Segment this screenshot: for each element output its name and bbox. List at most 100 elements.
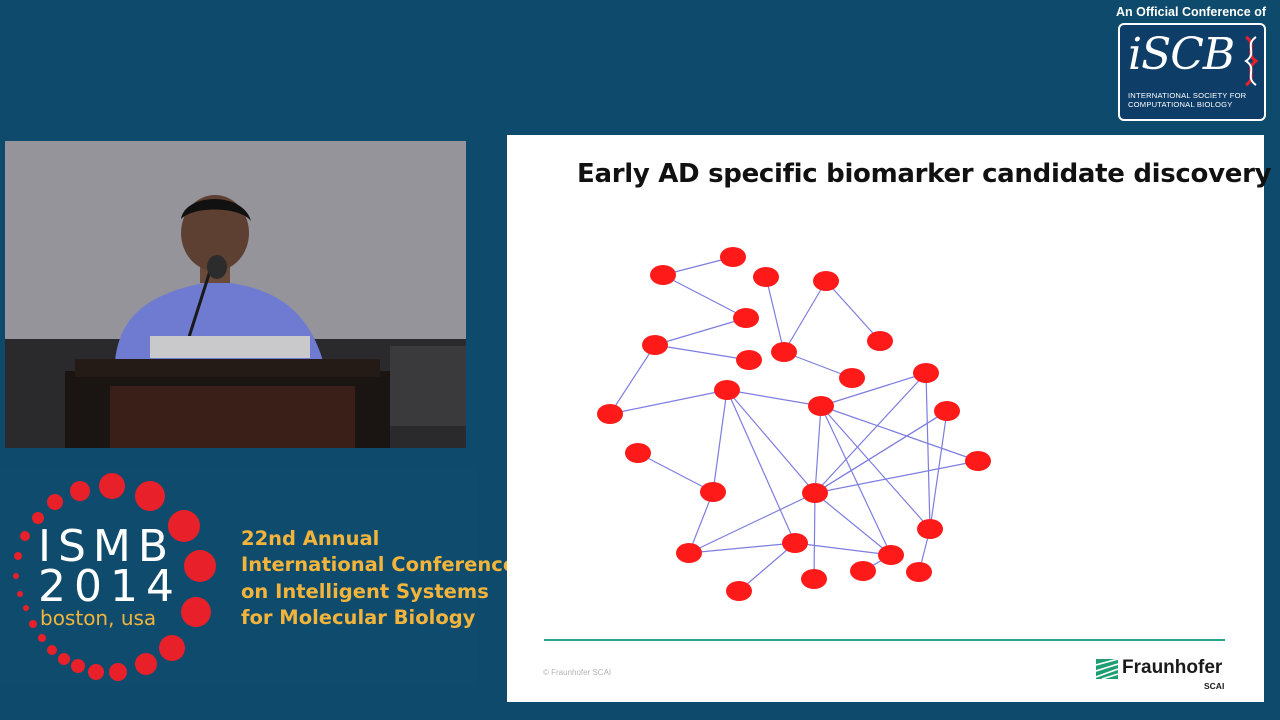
conference-line: International Conference xyxy=(241,553,517,576)
ismb-dot xyxy=(109,663,127,681)
network-node xyxy=(782,533,808,553)
network-node xyxy=(934,401,960,421)
network-node xyxy=(714,380,740,400)
ismb-dot xyxy=(23,605,29,611)
ismb-year: 2014 xyxy=(38,561,182,612)
ismb-dot xyxy=(159,635,185,661)
iscb-subtitle-line: COMPUTATIONAL BIOLOGY xyxy=(1128,100,1233,109)
slide-divider xyxy=(544,639,1225,641)
network-edge xyxy=(609,389,728,415)
network-node xyxy=(850,561,876,581)
network-edge xyxy=(688,492,816,554)
network-node xyxy=(878,545,904,565)
ismb-dot xyxy=(168,510,200,542)
network-edge xyxy=(765,276,785,353)
ismb-dot xyxy=(13,573,19,579)
fraunhofer-mark-icon xyxy=(1096,659,1118,679)
network-edge xyxy=(820,405,931,530)
network-edge xyxy=(726,389,796,544)
network-node xyxy=(917,519,943,539)
network-edge xyxy=(637,452,714,493)
network-edge xyxy=(726,389,822,407)
network-edge xyxy=(925,372,931,530)
fraunhofer-wordmark: Fraunhofer xyxy=(1122,657,1223,678)
conference-line: on Intelligent Systems xyxy=(241,580,489,603)
ismb-location: boston, usa xyxy=(40,606,157,630)
network-node xyxy=(720,247,746,267)
network-node xyxy=(642,335,668,355)
dna-helix-icon xyxy=(1244,35,1259,87)
network-edge xyxy=(820,405,979,462)
network-edge xyxy=(794,542,892,556)
network-node xyxy=(913,363,939,383)
iscb-subtitle: INTERNATIONAL SOCIETY FOR COMPUTATIONAL … xyxy=(1128,91,1246,109)
ismb-dot xyxy=(47,494,63,510)
network-node xyxy=(733,308,759,328)
network-node xyxy=(736,350,762,370)
iscb-subtitle-line: INTERNATIONAL SOCIETY FOR xyxy=(1128,91,1247,100)
network-edge xyxy=(712,389,728,493)
network-node xyxy=(726,581,752,601)
network-node xyxy=(597,404,623,424)
slide-title: Early AD specific biomarker candidate di… xyxy=(577,159,1272,189)
network-node xyxy=(801,569,827,589)
network-edge xyxy=(609,344,656,415)
ismb-dot xyxy=(135,481,165,511)
network-edge xyxy=(738,542,796,592)
iscb-caption: An Official Conference of xyxy=(1115,5,1266,19)
network-node xyxy=(771,342,797,362)
iscb-logo: iSCB INTERNATIONAL SOCIETY FOR COMPUTATI… xyxy=(1118,23,1266,121)
ismb-dot xyxy=(17,591,23,597)
network-node xyxy=(753,267,779,287)
network-edge xyxy=(820,405,892,556)
ismb-dot xyxy=(71,659,85,673)
ismb-dot xyxy=(184,550,216,582)
network-node xyxy=(965,451,991,471)
network-node xyxy=(650,265,676,285)
network-node xyxy=(700,482,726,502)
network-node xyxy=(867,331,893,351)
iscb-mark: iSCB xyxy=(1128,29,1235,80)
network-edge xyxy=(654,344,750,361)
network-edge xyxy=(688,542,796,554)
network-node xyxy=(839,368,865,388)
network-edge xyxy=(783,280,827,353)
network-node xyxy=(813,271,839,291)
network-node xyxy=(625,443,651,463)
ismb-dot xyxy=(88,664,104,680)
ismb-dot xyxy=(38,634,46,642)
ismb-dot xyxy=(135,653,157,675)
ismb-logo: ISMB 2014 boston, usa xyxy=(0,466,478,686)
network-edge xyxy=(814,410,948,494)
slide-copyright: © Fraunhofer SCAI xyxy=(543,668,612,677)
ismb-dot xyxy=(99,473,125,499)
biomarker-network-diagram xyxy=(597,247,991,601)
network-edge xyxy=(820,372,927,407)
fraunhofer-logo: Fraunhofer SCAI xyxy=(1096,656,1226,694)
network-node xyxy=(808,396,834,416)
network-edge xyxy=(688,491,714,554)
network-node xyxy=(802,483,828,503)
network-edge xyxy=(726,389,816,494)
ismb-dot xyxy=(20,531,30,541)
network-edge xyxy=(814,460,979,494)
ismb-dot xyxy=(58,653,70,665)
ismb-dot xyxy=(70,481,90,501)
ismb-title: ISMB xyxy=(38,521,176,572)
ismb-dot xyxy=(32,512,44,524)
ismb-dot-ring xyxy=(13,473,216,681)
network-node xyxy=(906,562,932,582)
network-edge xyxy=(814,492,892,556)
network-edge xyxy=(825,280,881,342)
network-edge xyxy=(654,317,747,346)
fraunhofer-sub: SCAI xyxy=(1204,681,1225,691)
ismb-dot xyxy=(47,645,57,655)
presentation-slide: Early AD specific biomarker candidate di… xyxy=(507,135,1272,702)
ismb-dot xyxy=(14,552,22,560)
network-edge xyxy=(814,405,822,494)
speaker-video xyxy=(5,141,466,448)
network-edge xyxy=(814,372,927,494)
network-edge xyxy=(662,274,747,319)
network-edge xyxy=(929,410,948,530)
conference-line: for Molecular Biology xyxy=(241,606,476,629)
